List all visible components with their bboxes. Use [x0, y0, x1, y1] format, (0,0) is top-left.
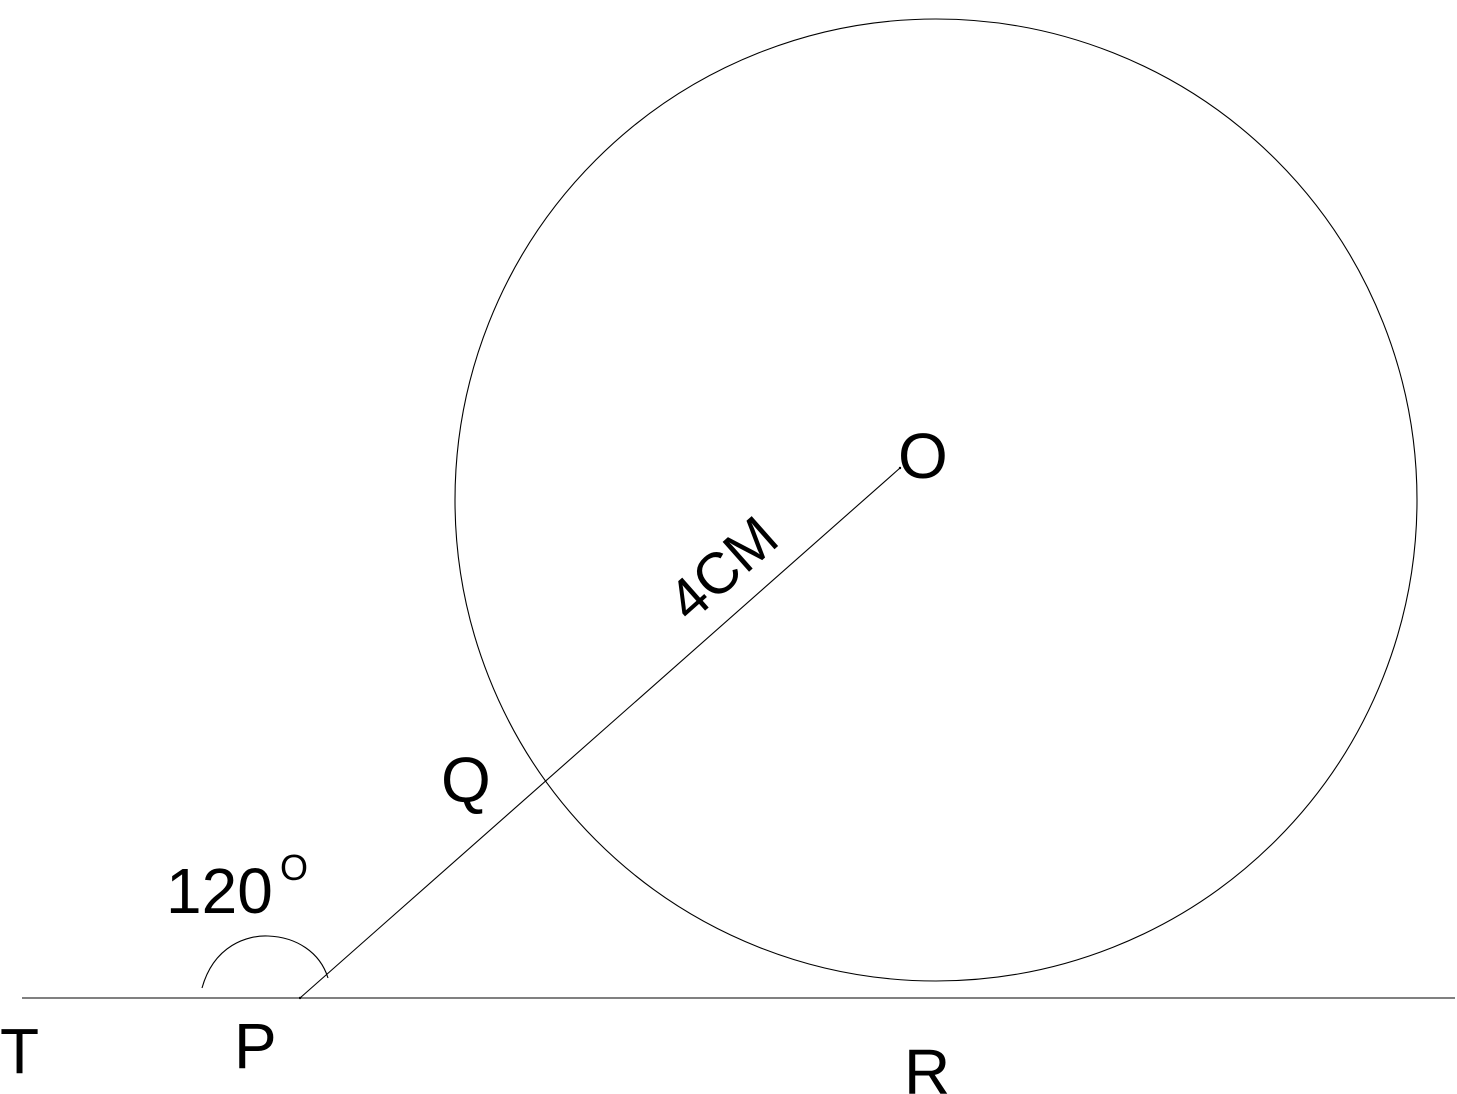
label-p: P [234, 1010, 277, 1082]
label-angle-value: 120 [166, 855, 273, 927]
label-o: O [898, 420, 948, 492]
label-radius-length: 4CM [656, 504, 791, 634]
label-q: Q [441, 744, 491, 816]
label-t: T [0, 1015, 39, 1087]
point-p [298, 996, 302, 1000]
label-r: R [904, 1036, 950, 1094]
circle-o [454, 18, 1418, 982]
label-angle-unit: O [280, 847, 308, 888]
point-o [898, 466, 902, 470]
angle-arc-p [201, 935, 329, 989]
segment-po [299, 467, 901, 999]
